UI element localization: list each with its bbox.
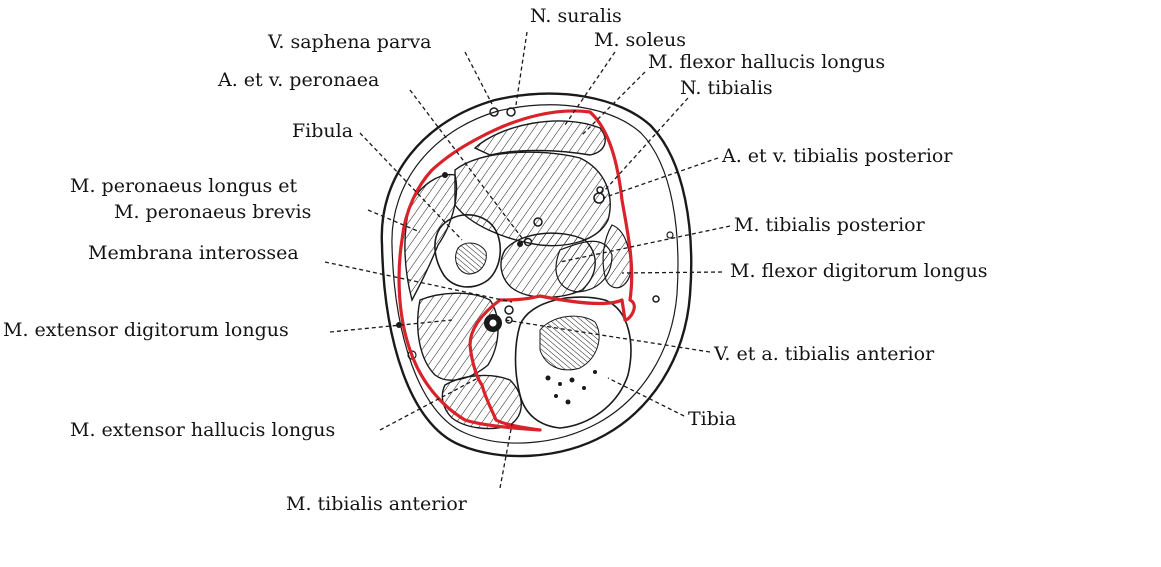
neurovascular-bundles xyxy=(442,172,605,332)
deep-flexor-muscles xyxy=(500,232,596,298)
leader-m-tibialis-posterior xyxy=(559,225,731,263)
label-m-extensor-digitorum-longus: M. extensor digitorum longus xyxy=(3,319,289,341)
skin-outline xyxy=(380,92,693,458)
anterior-muscles xyxy=(417,292,522,430)
leader-m-extensor-hallucis-longus xyxy=(379,377,479,431)
leader-m-tibialis-anterior xyxy=(499,423,513,489)
leader-tibia xyxy=(607,377,685,417)
leader-a-v-tibialis-posterior xyxy=(602,157,719,199)
leader-v-a-tibialis-anterior xyxy=(504,319,711,353)
label-m-extensor-hallucis-longus: M. extensor hallucis longus xyxy=(70,419,335,441)
labels: N. suralis V. saphena parva M. soleus M.… xyxy=(3,5,988,515)
leader-a-v-peronaea xyxy=(409,89,523,239)
label-m-flexor-hallucis-longus: M. flexor hallucis longus xyxy=(648,51,885,73)
label-fibula: Fibula xyxy=(292,120,353,142)
label-m-peronaeus-longus: M. peronaeus longus et xyxy=(70,175,297,197)
tibia xyxy=(514,296,632,429)
label-tibia: Tibia xyxy=(688,408,736,430)
label-membrana-interossea: Membrana interossea xyxy=(88,242,299,264)
leader-fibula xyxy=(359,132,463,241)
label-n-tibialis: N. tibialis xyxy=(680,77,773,99)
leader-membrana-interossea xyxy=(324,261,513,303)
leader-m-peronaeus xyxy=(367,209,421,233)
label-m-flexor-digitorum-longus: M. flexor digitorum longus xyxy=(730,260,988,282)
label-m-tibialis-anterior: M. tibialis anterior xyxy=(286,493,468,515)
leader-m-soleus xyxy=(564,51,616,126)
label-n-suralis: N. suralis xyxy=(530,5,622,27)
leader-lines xyxy=(324,31,731,489)
label-a-v-tibialis-posterior: A. et v. tibialis posterior xyxy=(721,145,953,167)
leader-n-suralis xyxy=(515,31,528,106)
leader-m-flexor-hallucis-longus xyxy=(581,71,646,136)
label-m-peronaeus-brevis: M. peronaeus brevis xyxy=(114,201,311,223)
leader-n-tibialis xyxy=(604,97,689,191)
leader-v-saphena-parva xyxy=(464,51,493,105)
label-v-a-tibialis-anterior: V. et a. tibialis anterior xyxy=(713,343,935,365)
leader-m-flexor-digitorum-longus xyxy=(621,271,723,274)
label-v-saphena-parva: V. saphena parva xyxy=(267,31,431,53)
highlight-outline xyxy=(397,109,636,432)
label-m-soleus: M. soleus xyxy=(594,29,686,51)
label-m-tibialis-posterior: M. tibialis posterior xyxy=(734,214,926,236)
fibula xyxy=(434,214,502,288)
label-a-v-peronaea: A. et v. peronaea xyxy=(217,69,379,91)
